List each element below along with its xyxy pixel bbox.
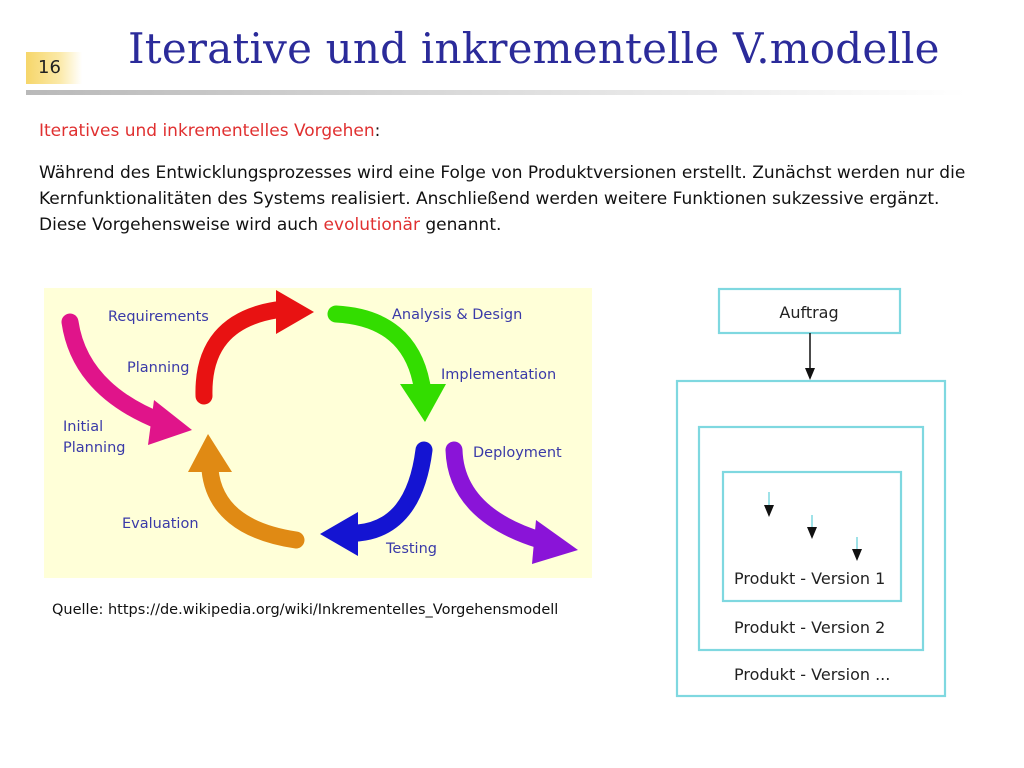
label-initial-planning-2: Planning [63, 440, 125, 456]
section-heading-text: Iteratives und inkrementelles Vorgehen [39, 121, 375, 141]
order-arrowhead [805, 368, 815, 380]
deployment-arrow [445, 441, 549, 549]
outer-version-box [675, 379, 947, 698]
label-testing: Testing [385, 541, 437, 557]
order-label: Auftrag [779, 303, 838, 322]
version-1-label: Produkt - Version 1 [734, 569, 885, 588]
increment-arrow-2-head [807, 527, 817, 539]
section-heading: Iteratives und inkrementelles Vorgehen: [39, 121, 380, 141]
title-divider [26, 90, 966, 95]
label-initial-planning-1: Initial [63, 419, 103, 435]
inner-version-box [721, 470, 903, 603]
intro-text-part1: Während des Entwicklungsprozesses wird e… [39, 163, 966, 235]
testing-arrowhead [320, 512, 358, 556]
label-requirements: Requirements [108, 309, 209, 325]
initial-planning-arrow [61, 313, 171, 431]
slide-title: Iterative und inkrementelle V.modelle [128, 24, 940, 73]
requirements-arrow [195, 301, 285, 405]
version-box-diagram: Auftrag Produkt - Version 1 Produkt - Ve… [675, 287, 947, 698]
testing-arrow [349, 441, 433, 542]
evaluation-arrow [201, 461, 305, 549]
middle-version-box [697, 425, 925, 652]
initial-planning-arrowhead [148, 400, 192, 445]
version-n-label: Produkt - Version ... [734, 665, 890, 684]
label-analysis-design: Analysis & Design [392, 307, 522, 323]
intro-paragraph: Während des Entwicklungsprozesses wird e… [39, 160, 989, 238]
label-deployment: Deployment [473, 445, 562, 461]
source-citation: Quelle: https://de.wikipedia.org/wiki/In… [52, 602, 559, 618]
label-evaluation: Evaluation [122, 516, 199, 532]
implementation-arrowhead [400, 384, 446, 422]
iterative-cycle-diagram: Requirements Planning Initial Planning A… [44, 288, 592, 578]
label-planning: Planning [127, 360, 189, 376]
label-implementation: Implementation [441, 367, 556, 383]
version-2-label: Produkt - Version 2 [734, 618, 885, 637]
increment-arrows [764, 492, 862, 561]
section-heading-colon: : [374, 121, 381, 141]
intro-highlight-word: evolutionär [323, 215, 420, 235]
cycle-diagram-svg: Requirements Planning Initial Planning A… [61, 290, 578, 564]
increment-arrow-1-head [764, 505, 774, 517]
intro-text-part2: genannt. [419, 215, 502, 235]
deployment-arrowhead [532, 520, 578, 564]
slide-number: 16 [26, 52, 82, 84]
analysis-design-arrow [327, 305, 431, 395]
evaluation-arrowhead [188, 434, 232, 472]
requirements-arrowhead [276, 290, 314, 334]
increment-arrow-3-head [852, 549, 862, 561]
